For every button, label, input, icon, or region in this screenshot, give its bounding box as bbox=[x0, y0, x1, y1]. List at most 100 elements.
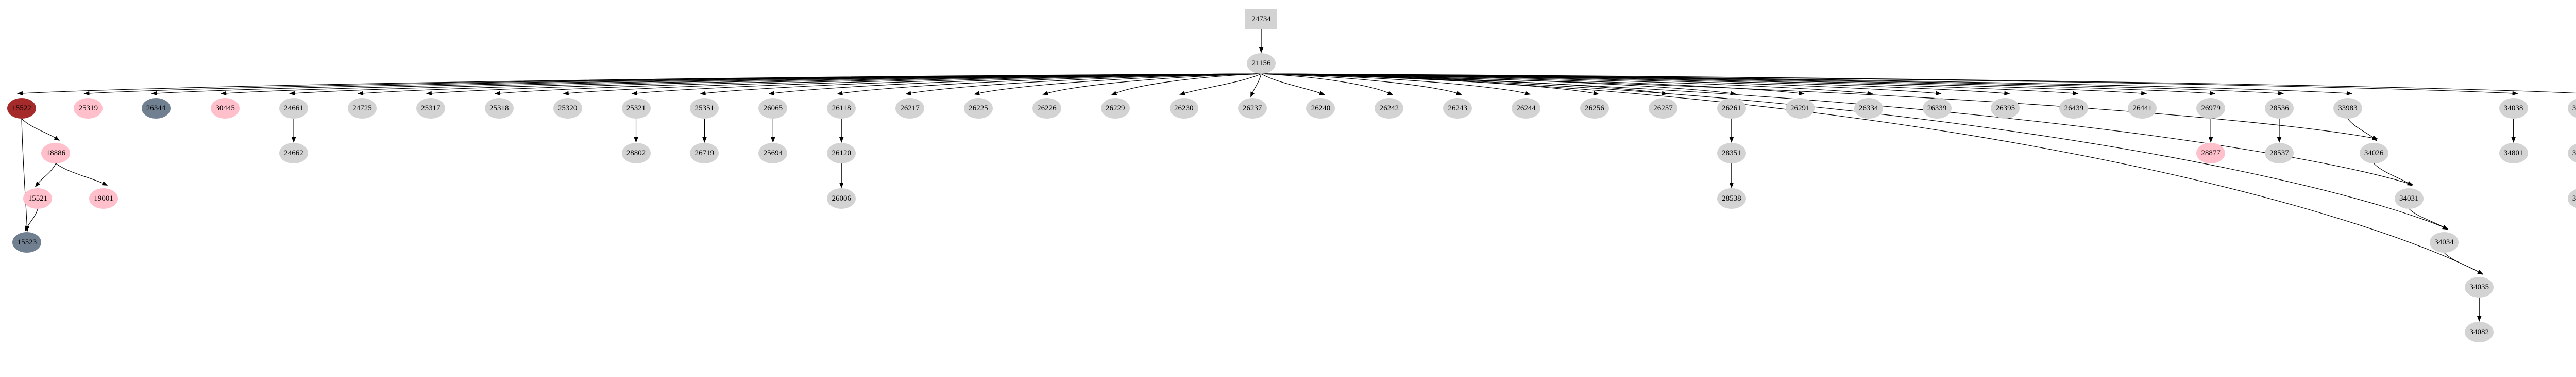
graph-node-18886[interactable]: 18886 bbox=[41, 143, 71, 163]
graph-edge-arrowhead bbox=[2346, 91, 2352, 96]
graph-edge-34031-to-34034 bbox=[2409, 208, 2445, 228]
graph-edge-arrowhead bbox=[2209, 91, 2216, 96]
graph-edge-arrowhead bbox=[2141, 91, 2147, 96]
graph-edge-arrowhead bbox=[1729, 183, 1734, 188]
graph-node-15521[interactable]: 15521 bbox=[23, 188, 53, 209]
graph-node-26719[interactable]: 26719 bbox=[690, 143, 719, 163]
graph-node-28538[interactable]: 28538 bbox=[1717, 188, 1746, 209]
graph-node-26118[interactable]: 26118 bbox=[827, 98, 856, 119]
graph-node-25351[interactable]: 25351 bbox=[690, 98, 719, 119]
graph-node-label: 26120 bbox=[832, 149, 851, 157]
graph-node-26237[interactable]: 26237 bbox=[1238, 98, 1267, 119]
graph-node-25321[interactable]: 25321 bbox=[621, 98, 651, 119]
graph-edge-arrowhead bbox=[1799, 91, 1805, 95]
graph-node-26979[interactable]: 26979 bbox=[2196, 98, 2226, 119]
graph-node-26291[interactable]: 26291 bbox=[1785, 98, 1815, 119]
graph-node-26229[interactable]: 26229 bbox=[1100, 98, 1130, 119]
graph-node-label: 26439 bbox=[2064, 104, 2084, 112]
graph-node-24661[interactable]: 24661 bbox=[279, 98, 309, 119]
graph-edge-21156-to-26242 bbox=[1261, 73, 1389, 94]
graph-node-label: 26242 bbox=[1379, 104, 1399, 112]
graph-edge-arrowhead bbox=[905, 91, 911, 95]
graph-edge-arrowhead bbox=[631, 91, 637, 95]
graph-node-34038[interactable]: 34038 bbox=[2499, 98, 2528, 119]
graph-node-34031[interactable]: 34031 bbox=[2394, 188, 2424, 209]
graph-edge-arrowhead bbox=[563, 91, 569, 96]
graph-node-19001[interactable]: 19001 bbox=[89, 188, 118, 209]
graph-node-15522[interactable]: 15522 bbox=[7, 98, 36, 119]
graph-node-28877[interactable]: 28877 bbox=[2196, 143, 2226, 163]
graph-node-25694[interactable]: 25694 bbox=[758, 143, 788, 163]
graph-edge-18886-to-15521 bbox=[37, 163, 56, 184]
graph-node-34043[interactable]: 34043 bbox=[2567, 98, 2576, 119]
graph-node-26230[interactable]: 26230 bbox=[1169, 98, 1198, 119]
graph-node-label: 26237 bbox=[1242, 104, 1262, 112]
graph-node-26334[interactable]: 26334 bbox=[1854, 98, 1883, 119]
graph-node-26257[interactable]: 26257 bbox=[1648, 98, 1677, 119]
graph-edge-arrowhead bbox=[2004, 91, 2010, 96]
graph-node-26441[interactable]: 26441 bbox=[2128, 98, 2157, 119]
graph-node-26120[interactable]: 26120 bbox=[827, 143, 856, 163]
graph-edge-arrowhead bbox=[771, 137, 775, 143]
graph-node-24734[interactable]: 24734 bbox=[1245, 9, 1278, 29]
graph-node-34801[interactable]: 34801 bbox=[2499, 143, 2528, 163]
graph-node-28351[interactable]: 28351 bbox=[1717, 143, 1746, 163]
graph-node-26439[interactable]: 26439 bbox=[2059, 98, 2089, 119]
graph-node-26256[interactable]: 26256 bbox=[1580, 98, 1609, 119]
graph-node-26344[interactable]: 26344 bbox=[141, 98, 171, 119]
graph-node-34082[interactable]: 34082 bbox=[2465, 322, 2494, 342]
graph-node-26339[interactable]: 26339 bbox=[1922, 98, 1952, 119]
graph-edge-21156-to-26118 bbox=[841, 73, 1262, 94]
graph-edge-arrowhead bbox=[2406, 181, 2413, 186]
graph-node-label: 34026 bbox=[2364, 149, 2384, 157]
graph-node-34026[interactable]: 34026 bbox=[2359, 143, 2388, 163]
graph-node-28536[interactable]: 28536 bbox=[2265, 98, 2294, 119]
graph-node-25320[interactable]: 25320 bbox=[553, 98, 582, 119]
graph-edge-arrowhead bbox=[839, 137, 844, 143]
graph-node-34841[interactable]: 34841 bbox=[2567, 188, 2576, 209]
graph-edge-arrowhead bbox=[83, 91, 90, 96]
graph-node-26217[interactable]: 26217 bbox=[895, 98, 925, 119]
graph-edge-34026-to-34031 bbox=[2374, 163, 2410, 184]
graph-node-26226[interactable]: 26226 bbox=[1032, 98, 1061, 119]
graph-node-label: 26334 bbox=[1858, 104, 1878, 112]
graph-node-25319[interactable]: 25319 bbox=[74, 98, 103, 119]
graph-node-28802[interactable]: 28802 bbox=[621, 143, 651, 163]
graph-node-34845[interactable]: 34845 bbox=[2567, 143, 2576, 163]
graph-node-label: 18886 bbox=[46, 149, 66, 157]
graph-node-34035[interactable]: 34035 bbox=[2465, 277, 2494, 298]
graph-edge-15522-to-18886 bbox=[21, 118, 56, 139]
graph-node-26065[interactable]: 26065 bbox=[758, 98, 788, 119]
graph-node-26395[interactable]: 26395 bbox=[1991, 98, 2020, 119]
graph-edge-33983-to-34026 bbox=[2347, 118, 2374, 139]
graph-node-26006[interactable]: 26006 bbox=[827, 188, 856, 209]
graph-node-label: 34031 bbox=[2399, 194, 2419, 203]
graph-edge-arrowhead bbox=[35, 181, 40, 188]
graph-node-28537[interactable]: 28537 bbox=[2265, 143, 2294, 163]
graph-node-34034[interactable]: 34034 bbox=[2430, 232, 2459, 253]
graph-node-label: 26344 bbox=[146, 104, 166, 112]
graph-node-25317[interactable]: 25317 bbox=[416, 98, 445, 119]
graph-node-21156[interactable]: 21156 bbox=[1247, 53, 1276, 74]
graph-node-26225[interactable]: 26225 bbox=[964, 98, 993, 119]
graph-edge-arrowhead bbox=[837, 91, 843, 95]
graph-node-26240[interactable]: 26240 bbox=[1306, 98, 1335, 119]
graph-edge-arrowhead bbox=[974, 91, 980, 95]
graph-node-label: 26291 bbox=[1790, 104, 1810, 112]
graph-node-26242[interactable]: 26242 bbox=[1375, 98, 1404, 119]
graph-edge-arrowhead bbox=[221, 91, 227, 96]
graph-node-label: 15523 bbox=[17, 238, 37, 247]
graph-node-33983[interactable]: 33983 bbox=[2333, 98, 2362, 119]
graph-node-label: 28536 bbox=[2269, 104, 2289, 112]
graph-node-24662[interactable]: 24662 bbox=[279, 143, 309, 163]
graph-node-26244[interactable]: 26244 bbox=[1512, 98, 1541, 119]
graph-node-30445[interactable]: 30445 bbox=[211, 98, 240, 119]
graph-node-26261[interactable]: 26261 bbox=[1717, 98, 1746, 119]
graph-node-26243[interactable]: 26243 bbox=[1443, 98, 1472, 119]
graph-edge-arrowhead bbox=[101, 181, 108, 186]
graph-node-15523[interactable]: 15523 bbox=[12, 232, 42, 253]
graph-node-24725[interactable]: 24725 bbox=[347, 98, 377, 119]
graph-node-25318[interactable]: 25318 bbox=[484, 98, 514, 119]
graph-node-label: 28351 bbox=[1722, 149, 1741, 157]
